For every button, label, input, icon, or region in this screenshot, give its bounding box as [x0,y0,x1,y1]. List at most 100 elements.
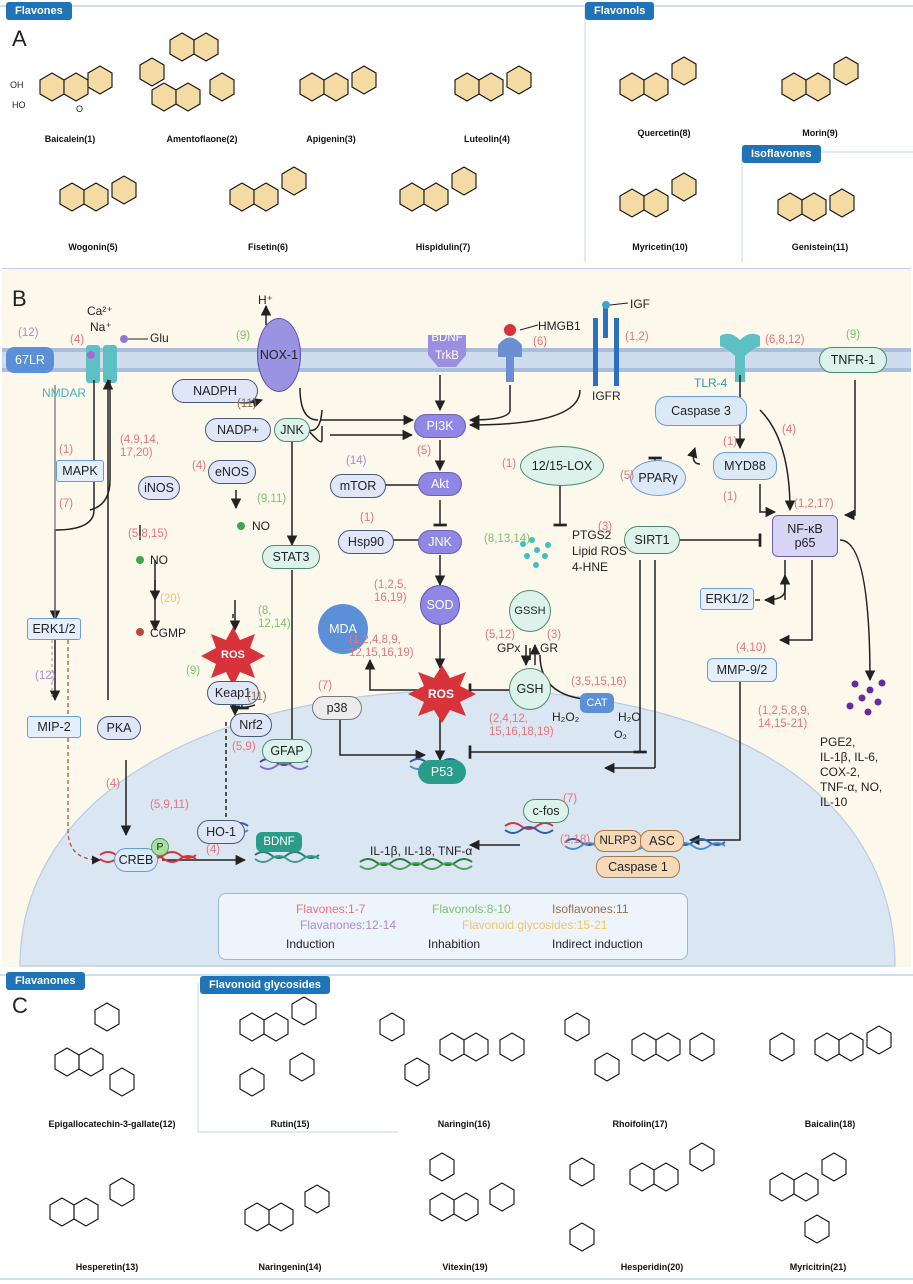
structure-genistein [777,188,855,222]
bdnf-trkb-receptor [428,335,466,367]
atom-label-oh: OH [10,80,24,90]
node-akt: Akt [418,472,462,496]
structure-vitexin [429,1152,515,1222]
number-annotation: (3) [547,629,562,641]
label-tlr4: TLR-4 [694,376,728,390]
number-annotation: (3) [598,521,613,533]
number-annotation: (1) [723,491,738,503]
label-no-enos: NO [252,519,270,533]
legend-indirect: Indirect induction [552,937,643,951]
number-annotation: (4) [70,334,85,346]
node-gsh: GSH [509,668,551,710]
label-o2: O₂ [614,729,627,741]
compound-name: Genistein(11) [791,242,849,252]
label-4hne: 4-HNE [572,560,609,574]
number-annotation: (7) [563,793,578,805]
node-p38: p38 [312,696,362,720]
atom-label-ho: HO [12,100,26,110]
number-annotation: (6) [533,336,548,348]
node-creb: CREB [114,848,158,872]
number-annotation: (4) [206,844,221,856]
node-hsp90: Hsp90 [338,530,394,554]
label-gpx: GPx [497,641,521,655]
tag-flavanones: Flavanones [6,972,85,990]
number-annotation: (5) [620,470,635,482]
node-nlrp3: NLRP3 [594,830,642,852]
node-ho1: HO-1 [197,820,245,844]
number-annotation: (12) [35,670,56,682]
structure-morin [781,56,859,102]
tag-flavonols: Flavonols [585,2,655,20]
structure-wogonin [59,175,137,212]
number-annotation: (5,8,15) [128,528,168,540]
structure-hesperidin [569,1142,715,1252]
node-caspase3: Caspase 3 [655,396,747,426]
number-annotation: (9) [846,329,861,341]
number-annotation: (1) [502,458,517,470]
label-igfr: IGFR [592,389,621,403]
node-nox1: NOX-1 [257,318,301,392]
compound-name: Epigallocatechin-3-gallate(12) [48,1119,176,1129]
node-myd88: MYD88 [713,452,777,480]
label-h2o2: H₂O₂ [552,710,580,724]
structure-rutin [239,996,317,1097]
node-trkb: TrkB [435,350,459,362]
tlr4-receptor [720,333,760,382]
node-67lr: 67LR [6,347,54,373]
label-lipid-ros: Lipid ROS [572,544,627,558]
number-annotation: (12) [18,327,39,339]
compound-name: Amentoflaone(2) [166,134,238,144]
tag-flavones: Flavones [6,2,72,20]
label-cgmp: CGMP [150,626,186,640]
node-asc: ASC [640,830,684,852]
number-annotation: (9,11) [257,493,287,505]
structure-hispidulin [399,166,477,212]
node-pka: PKA [97,716,141,740]
structure-baicalin [769,1025,892,1062]
number-annotation: (4,9,14, 17,20) [120,434,159,459]
node-jnk-lower: JNK [418,530,462,554]
number-annotation: (14) [346,455,367,467]
compound-name: Rutin(15) [270,1119,310,1129]
structure-myricitrin [769,1152,847,1244]
structure-apigenin [299,65,377,102]
node-nadp: NADP+ [205,418,271,442]
number-annotation: (20) [160,593,181,605]
label-gr: GR [540,641,558,655]
number-annotation: (4) [782,424,797,436]
node-keap1: Keap1 [207,681,259,705]
number-annotation: (2,4,12, 15,16,18,19) [489,713,554,738]
atom-label-o: O [76,104,84,114]
number-annotation: (7) [318,680,333,692]
node-gssh: GSSH [509,590,551,632]
number-annotation: (4,10) [736,642,767,654]
compound-name: Naringin(16) [437,1119,491,1129]
ros-burst-left [201,627,265,686]
legend-flavonols: Flavonols:8-10 [432,902,511,916]
legend-flavones: Flavones:1-7 [296,902,366,916]
structure-naringenin [244,1184,330,1232]
number-annotation: (1,2,5, 16,19) [374,579,407,604]
number-annotation: (6,8,12) [765,334,805,346]
label-na: Na⁺ [90,320,112,334]
structure-fisetin [229,166,307,212]
structure-luteolin [454,65,532,102]
number-annotation: (9) [236,330,251,342]
label-h2o: H₂O [618,710,641,724]
node-erk-right: ERK1/2 [700,588,754,610]
number-annotation: (5,9,11) [150,799,189,811]
structure-quercetin [619,56,697,102]
number-annotation: (3,5,15,16) [571,676,627,688]
label-hplus: H⁺ [258,293,273,307]
node-enos: eNOS [208,460,256,484]
number-annotation: (11) [247,691,267,703]
number-annotation: (8, 12,14) [258,605,291,630]
legend-inhibition: Inhabition [428,937,481,951]
legend-flavanones: Flavanones:12-14 [300,918,397,932]
label-ros-left: ROS [221,649,245,661]
igfr-receptor [593,301,619,386]
p65-label: p65 [794,536,816,550]
structure-hesperetin [49,1177,135,1227]
label-igf: IGF [630,297,650,311]
